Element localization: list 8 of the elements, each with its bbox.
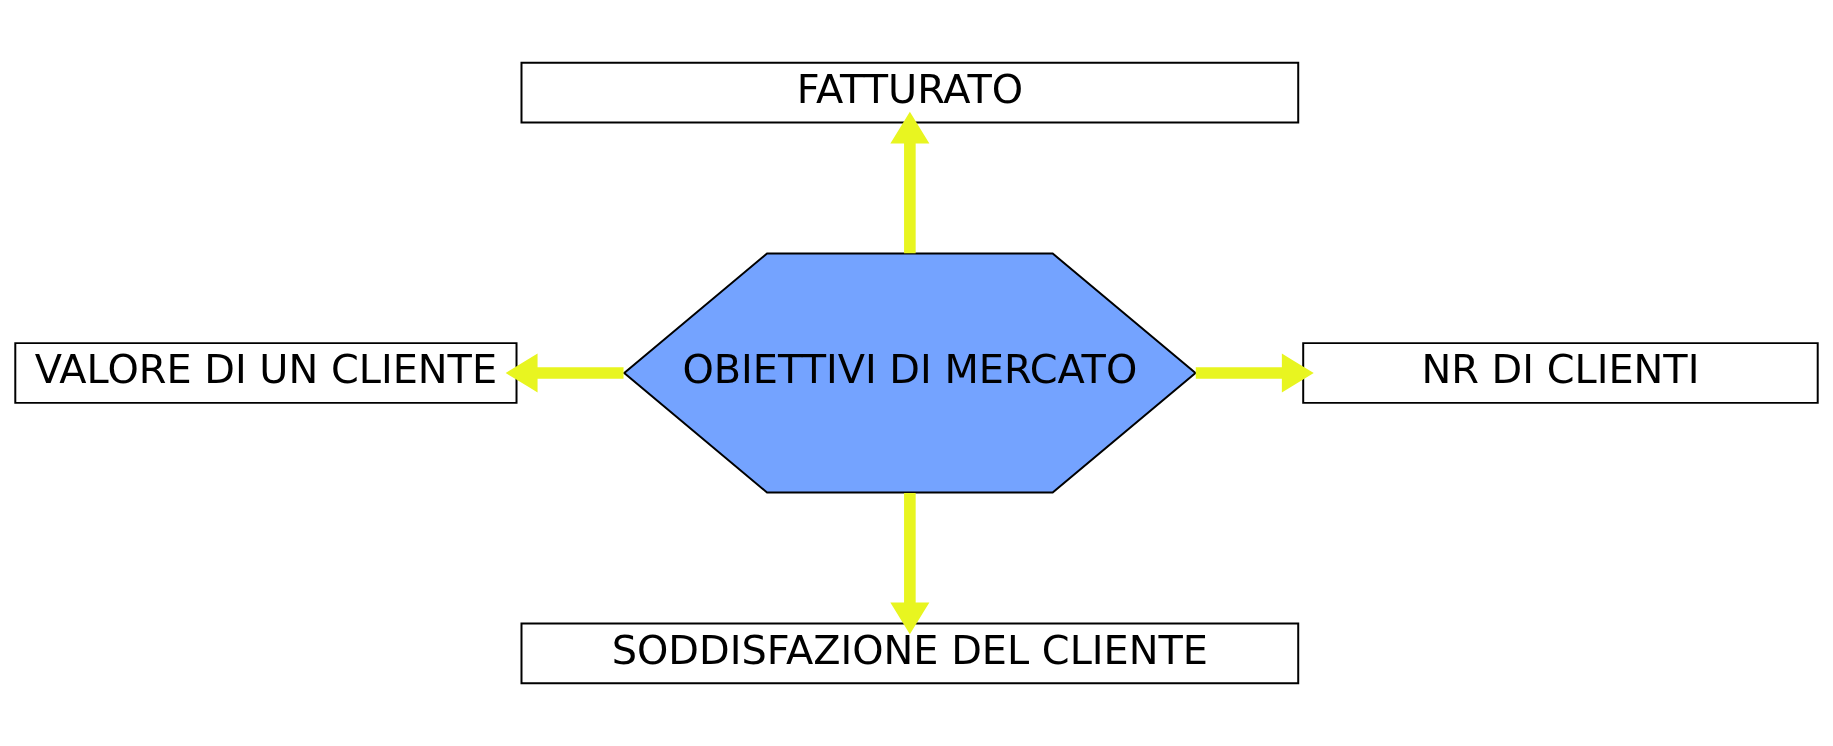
node-box: FATTURATO bbox=[520, 61, 1300, 124]
arrow bbox=[1195, 353, 1314, 393]
node-box: SODDISFAZIONE DEL CLIENTE bbox=[520, 622, 1300, 685]
node-box: VALORE DI UN CLIENTE bbox=[14, 342, 518, 404]
arrow bbox=[890, 111, 930, 254]
node-box: NR DI CLIENTI bbox=[1302, 342, 1819, 404]
arrow bbox=[505, 353, 624, 393]
arrow bbox=[890, 493, 930, 635]
